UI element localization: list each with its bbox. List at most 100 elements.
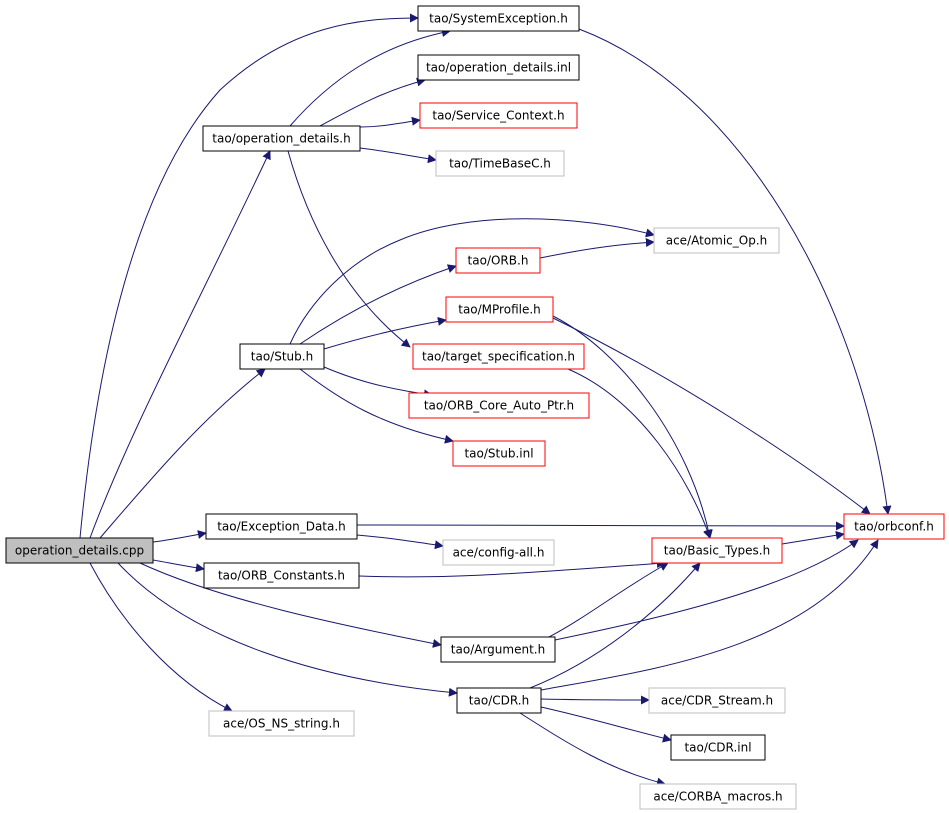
- node-box: [208, 710, 355, 737]
- edge-stub-to-stubinl: [299, 368, 454, 444]
- node-orbconf[interactable]: tao/orbconf.h: [843, 513, 945, 540]
- node-label: tao/TimeBaseC.h: [449, 157, 551, 171]
- node-box: [435, 150, 565, 177]
- node-label: tao/ORB_Constants.h: [218, 569, 345, 583]
- node-label: tao/operation_details.h: [212, 132, 350, 146]
- edge-excdata-to-orbconf: [356, 521, 845, 531]
- node-cdr[interactable]: tao/CDR.h: [456, 687, 542, 714]
- node-basictypes[interactable]: tao/Basic_Types.h: [651, 537, 783, 564]
- edge-excdata-to-configall: [356, 534, 444, 550]
- node-box: [239, 343, 325, 370]
- node-targetspec[interactable]: tao/target_specification.h: [412, 343, 585, 370]
- node-label: ace/CDR_Stream.h: [661, 694, 773, 708]
- node-osns[interactable]: ace/OS_NS_string.h: [208, 710, 355, 737]
- node-label: tao/CDR.h: [469, 694, 529, 708]
- node-box: [670, 734, 766, 761]
- node-label: tao/Service_Context.h: [432, 109, 564, 123]
- node-orbconst[interactable]: tao/ORB_Constants.h: [203, 562, 360, 589]
- node-argument[interactable]: tao/Argument.h: [440, 636, 556, 663]
- node-excdata[interactable]: tao/Exception_Data.h: [205, 513, 358, 540]
- node-atomic[interactable]: ace/Atomic_Op.h: [653, 227, 780, 254]
- node-box: [417, 5, 580, 32]
- edge-root-to-sysexc: [79, 13, 419, 539]
- edge-cdr-to-basictypes: [529, 562, 701, 689]
- edge-argument-to-basictypes: [548, 562, 669, 638]
- edge-opdet-to-svcctx: [359, 116, 421, 128]
- edge-cdr-to-corbamacros: [519, 712, 666, 787]
- edge-stub-to-orb: [299, 264, 457, 345]
- edge-opdet-to-sysexc: [289, 28, 451, 127]
- node-box: [651, 537, 783, 564]
- node-box: [412, 343, 585, 370]
- node-orbcore[interactable]: tao/ORB_Core_Auto_Ptr.h: [408, 392, 590, 419]
- node-box: [639, 783, 797, 810]
- node-box: [408, 392, 590, 419]
- node-label: tao/Stub.inl: [464, 447, 533, 461]
- node-cdrstream[interactable]: ace/CDR_Stream.h: [648, 687, 786, 714]
- edge-opdet-to-opinl: [319, 77, 426, 127]
- edge-mprofile-to-orbconf: [552, 317, 871, 515]
- node-opdet[interactable]: tao/operation_details.h: [202, 125, 361, 152]
- edge-opdet-to-targetspec: [287, 150, 411, 348]
- node-box: [456, 687, 542, 714]
- edge-argument-to-orbconf: [554, 539, 859, 641]
- node-cdrinl[interactable]: tao/CDR.inl: [670, 734, 766, 761]
- node-configall[interactable]: ace/config-all.h: [442, 539, 555, 566]
- node-mprofile[interactable]: tao/MProfile.h: [445, 296, 554, 323]
- node-label: tao/operation_details.inl: [426, 61, 571, 75]
- edge-targetspec-to-basictypes: [567, 368, 712, 539]
- edge-stub-to-atomic: [289, 218, 655, 345]
- node-box: [203, 562, 360, 589]
- node-corbamacros[interactable]: ace/CORBA_macros.h: [639, 783, 797, 810]
- node-label: tao/MProfile.h: [458, 303, 541, 317]
- node-label: operation_details.cpp: [15, 544, 144, 558]
- node-box: [653, 227, 780, 254]
- node-root: operation_details.cpp: [5, 537, 154, 564]
- node-label: tao/ORB_Core_Auto_Ptr.h: [424, 399, 574, 413]
- node-label: tao/Exception_Data.h: [217, 520, 346, 534]
- node-label: tao/orbconf.h: [854, 520, 934, 534]
- node-label: ace/Atomic_Op.h: [666, 234, 768, 248]
- node-box: [648, 687, 786, 714]
- node-label: tao/SystemException.h: [429, 12, 568, 26]
- edge-orbconst-to-basictypes: [358, 559, 666, 578]
- node-box: [843, 513, 945, 540]
- node-orb[interactable]: tao/ORB.h: [455, 247, 541, 274]
- node-box: [440, 636, 556, 663]
- edge-root-to-orbconst: [152, 559, 205, 573]
- node-box: [452, 440, 546, 467]
- node-svcctx[interactable]: tao/Service_Context.h: [419, 102, 578, 129]
- node-label: tao/Basic_Types.h: [664, 544, 770, 558]
- edge-cdr-to-cdrinl: [540, 706, 672, 743]
- edge-stub-to-mprofile: [323, 316, 447, 350]
- node-label: tao/target_specification.h: [422, 350, 575, 364]
- node-label: tao/CDR.inl: [684, 741, 751, 755]
- edge-root-to-excdata: [152, 530, 207, 543]
- node-box: [442, 539, 555, 566]
- node-box: [202, 125, 361, 152]
- edge-root-to-argument: [139, 562, 442, 648]
- node-label: tao/Stub.h: [251, 350, 313, 364]
- edge-basictypes-to-orbconf: [781, 530, 845, 545]
- node-stubinl[interactable]: tao/Stub.inl: [452, 440, 546, 467]
- edge-stub-to-orbcore: [323, 366, 433, 399]
- node-box: [417, 54, 580, 81]
- node-sysexc[interactable]: tao/SystemException.h: [417, 5, 580, 32]
- edge-root-to-osns: [89, 562, 233, 712]
- node-layer: operation_details.cpp tao/SystemException…: [5, 5, 945, 810]
- node-label: ace/config-all.h: [453, 546, 545, 560]
- edge-root-to-cdr: [117, 562, 458, 697]
- edge-orb-to-atomic: [539, 238, 655, 259]
- node-label: tao/Argument.h: [451, 643, 545, 657]
- node-stub[interactable]: tao/Stub.h: [239, 343, 325, 370]
- node-opinl[interactable]: tao/operation_details.inl: [417, 54, 580, 81]
- edge-opdet-to-timebase: [359, 147, 437, 164]
- node-timebase[interactable]: tao/TimeBaseC.h: [435, 150, 565, 177]
- node-box: [419, 102, 578, 129]
- node-label: ace/CORBA_macros.h: [653, 790, 782, 804]
- edge-sysexc-to-orbconf: [578, 28, 892, 515]
- node-box: [5, 537, 154, 564]
- edge-mprofile-to-basictypes: [552, 315, 713, 539]
- node-box: [455, 247, 541, 274]
